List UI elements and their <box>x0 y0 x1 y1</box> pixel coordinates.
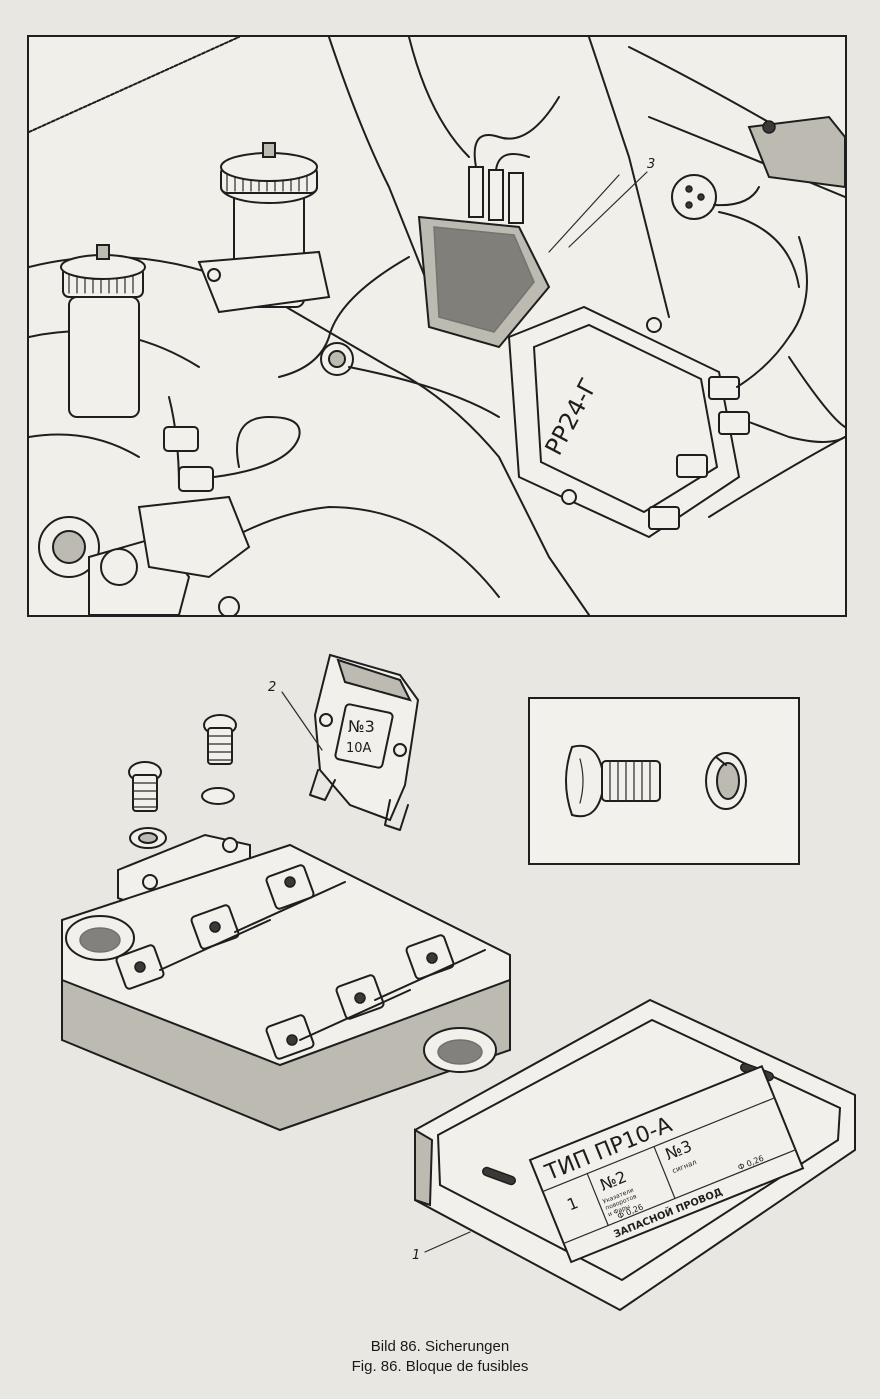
fuse-clip-number: №3 <box>348 717 375 736</box>
figure-caption-spanish: Fig. 86. Bloque de fusibles <box>351 1358 529 1375</box>
screw-washer-drawing <box>565 744 747 818</box>
fuse-block-drawing: №3 10А <box>61 653 856 1312</box>
callout-2: 2 <box>268 680 277 695</box>
callout-1: 1 <box>412 1248 421 1263</box>
engine-compartment-drawing: РР24-Г <box>29 37 845 615</box>
screw-washer-inset <box>528 697 800 865</box>
fuse-clip-rating: 10А <box>346 741 372 756</box>
fuse-block-illustration: №3 10А <box>0 620 880 1320</box>
callout-3: 3 <box>647 157 656 172</box>
engine-compartment-illustration: РР24-Г <box>27 35 847 617</box>
figure-caption-german: Bild 86. Sicherungen <box>370 1338 510 1355</box>
